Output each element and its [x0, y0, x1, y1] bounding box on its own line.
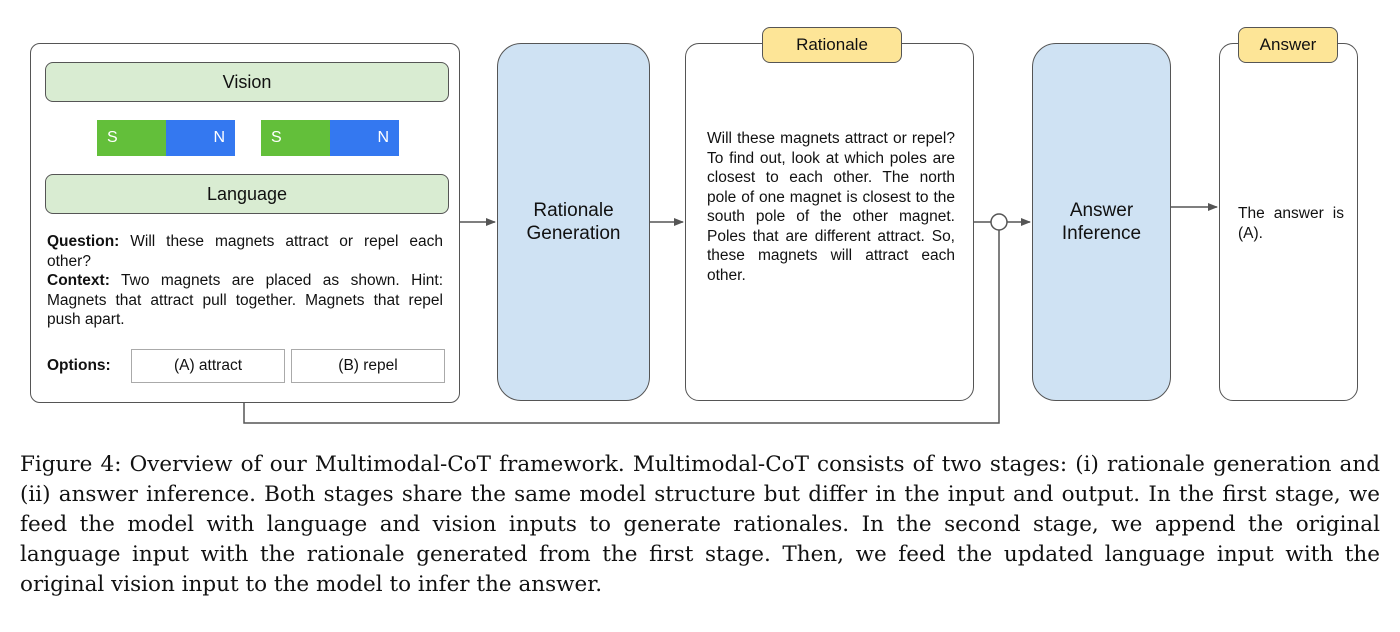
- magnet-image: S N: [97, 120, 235, 156]
- merge-node: [990, 213, 1008, 231]
- option-b: (B) repel: [291, 349, 445, 383]
- south-pole: S: [97, 120, 166, 156]
- question-context-text: Question: Will these magnets attract or …: [47, 232, 443, 330]
- answer-text: The answer is (A).: [1238, 205, 1344, 242]
- question-label: Question:: [47, 233, 120, 250]
- answer-inference-stage: Answer Inference: [1032, 43, 1171, 401]
- rationale-generation-stage: Rationale Generation: [497, 43, 650, 401]
- option-a: (A) attract: [131, 349, 285, 383]
- answer-inference-label: Answer Inference: [1061, 200, 1142, 244]
- vision-label: Vision: [222, 71, 272, 92]
- input-panel: Vision S N S N Language Question: Will t…: [30, 43, 460, 403]
- language-label: Language: [206, 183, 288, 204]
- vision-header: Vision: [45, 62, 449, 102]
- context-text: Two magnets are placed as shown. Hint: M…: [47, 272, 443, 328]
- answer-tag: Answer: [1238, 27, 1338, 63]
- north-pole: N: [166, 120, 235, 156]
- context-label: Context:: [47, 272, 110, 289]
- rationale-tag: Rationale: [762, 27, 902, 63]
- question-text: Will these magnets attract or repel each…: [47, 233, 443, 270]
- rationale-generation-label: Rationale Generation: [526, 200, 621, 244]
- answer-box: The answer is (A).: [1219, 43, 1358, 401]
- language-skip-connection: [243, 230, 1000, 424]
- south-pole: S: [261, 120, 330, 156]
- options-label: Options:: [47, 357, 111, 374]
- north-pole: N: [330, 120, 399, 156]
- figure-caption: Figure 4: Overview of our Multimodal-CoT…: [20, 452, 1380, 597]
- rationale-box: Will these magnets attract or repel? To …: [685, 43, 974, 401]
- magnet-image: S N: [261, 120, 399, 156]
- rationale-text: Will these magnets attract or repel? To …: [707, 130, 955, 284]
- language-header: Language: [45, 174, 449, 214]
